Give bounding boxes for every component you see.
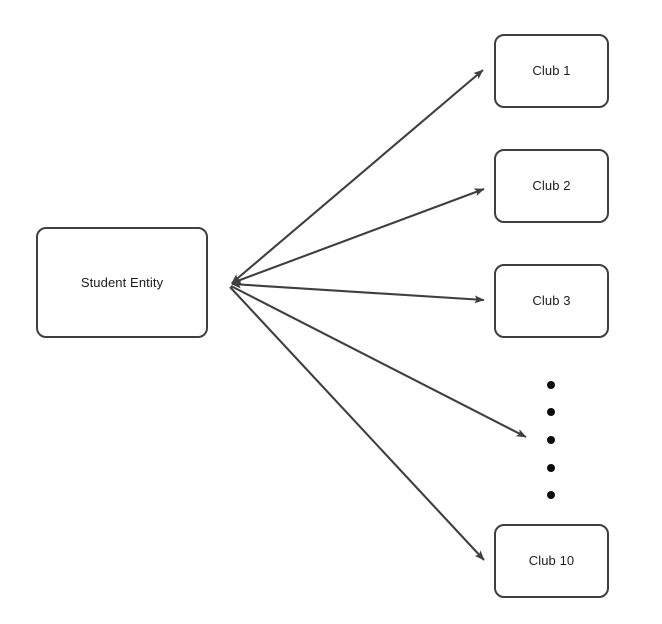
ellipsis-dot [547, 408, 555, 416]
node-club-10[interactable]: Club 10 [494, 524, 609, 598]
node-club-2[interactable]: Club 2 [494, 149, 609, 223]
edge-student-to-club-10 [229, 286, 485, 561]
node-student-entity-label: Student Entity [80, 274, 164, 290]
edge-student-to-club-3 [231, 280, 485, 304]
edge-student-to-club-2 [231, 188, 485, 284]
node-student-entity[interactable]: Student Entity [36, 227, 208, 338]
node-club-2-label: Club 2 [532, 178, 571, 194]
node-club-1-label: Club 1 [532, 63, 571, 79]
node-club-3[interactable]: Club 3 [494, 264, 609, 338]
node-club-10-label: Club 10 [528, 553, 575, 569]
node-club-3-label: Club 3 [532, 293, 571, 309]
ellipsis-dot [547, 464, 555, 472]
node-club-1[interactable]: Club 1 [494, 34, 609, 108]
ellipsis-dot [547, 436, 555, 444]
ellipsis-dot [547, 381, 555, 389]
edge-student-to-ellipsis [230, 285, 527, 438]
edge-student-to-club-1 [231, 69, 484, 284]
ellipsis-dot [547, 491, 555, 499]
